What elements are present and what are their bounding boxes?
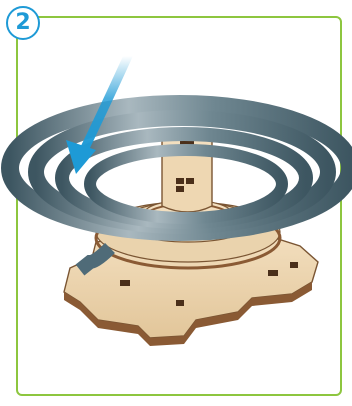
step-number-badge: 2 xyxy=(6,6,40,40)
central-tower xyxy=(162,132,212,212)
